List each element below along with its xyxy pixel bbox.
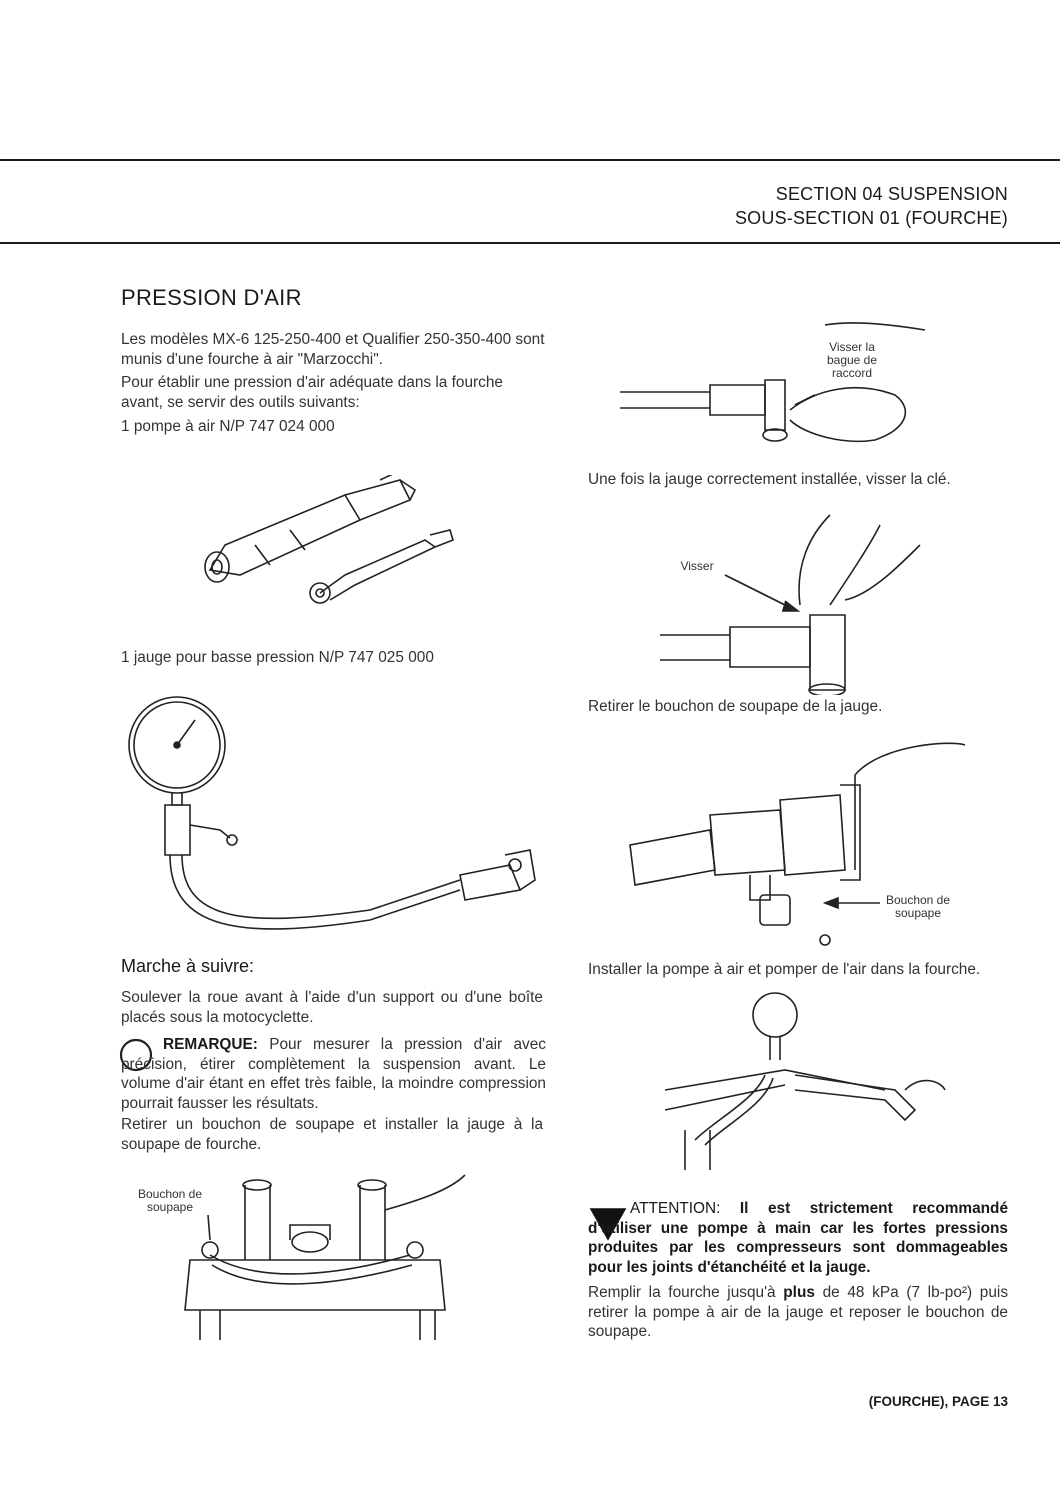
intro-paragraph-2: Pour établir une pression d'air adéquate…: [121, 374, 503, 411]
caption-remove-cap: Retirer le bouchon de soupape de la jaug…: [588, 698, 883, 715]
fig-label-tighten: Visser: [680, 559, 714, 573]
tool-item-gauge: 1 jauge pour basse pression N/P 747 025 …: [121, 649, 434, 666]
note-label: REMARQUE:: [163, 1036, 258, 1053]
caption-tighten-key: Une fois la jauge correctement installée…: [588, 471, 951, 488]
page-title: PRESSION D'AIR: [121, 285, 302, 310]
note-text: Pour mesurer la pression d'air avec préc…: [121, 1036, 546, 1112]
fill-text-post: de 48 kPa (7 lb-po²) puis retirer la pom…: [588, 1284, 1009, 1340]
intro-paragraph-1: Les modèles MX-6 125-250-400 et Qualifie…: [121, 331, 545, 368]
valve-cap-illustration: [629, 742, 965, 946]
warning-label: ATTENTION:: [630, 1200, 721, 1217]
fig-label-valve-cap-gauge: Bouchon de soupape: [885, 893, 951, 920]
fork-crown-illustration: [184, 1174, 466, 1340]
top-rule: [0, 159, 1060, 161]
page-footer: (FOURCHE), PAGE 13: [868, 1394, 1008, 1409]
pump-on-fork-illustration: [664, 992, 946, 1170]
warning-block: ATTENTION: Il est strictement recommandé…: [588, 1199, 1008, 1277]
tool-item-pump: 1 pompe à air N/P 747 024 000: [121, 418, 335, 435]
air-pump-illustration: [204, 475, 454, 604]
fig-label-coupling: Visser la bague de raccord: [826, 340, 878, 380]
header-rule: [0, 242, 1060, 244]
step-lift-wheel: Soulever la roue avant à l'aide d'un sup…: [121, 989, 543, 1026]
fig-label-valve-cap: Bouchon de soupape: [137, 1187, 203, 1214]
gauge-tighten-illustration: [660, 514, 921, 695]
note-block: REMARQUE: Pour mesurer la pression d'air…: [118, 1035, 546, 1113]
subsection-header: SOUS-SECTION 01 (FOURCHE): [734, 208, 1008, 228]
procedure-heading: Marche à suivre:: [121, 956, 255, 976]
fill-instructions: Remplir la fourche jusqu'à plus de 48 kP…: [588, 1283, 1008, 1342]
step-install-gauge: Retirer un bouchon de soupape et install…: [121, 1116, 543, 1153]
section-header: SECTION 04 SUSPENSION: [775, 184, 1008, 204]
gauge-coupling-illustration: [620, 322, 926, 443]
fill-text-bold: plus: [783, 1284, 815, 1301]
warning-text: Il est strictement recommandé d'utiliser…: [588, 1200, 1009, 1276]
pressure-gauge-illustration: [128, 696, 536, 930]
caption-install-pump: Installer la pompe à air et pomper de l'…: [588, 961, 981, 978]
fill-text-pre: Remplir la fourche jusqu'à: [588, 1284, 776, 1301]
note-circle-icon: [119, 1038, 153, 1072]
warning-triangle-icon: [589, 1208, 627, 1241]
